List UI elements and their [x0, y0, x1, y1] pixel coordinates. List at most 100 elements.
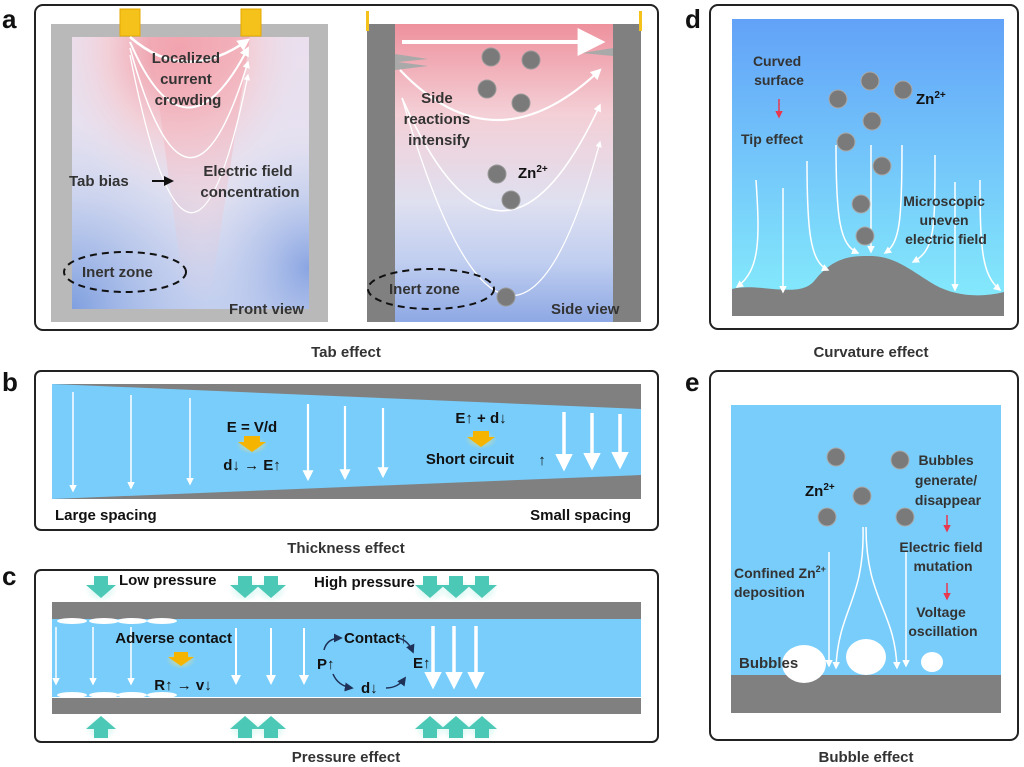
label-tab-bias: Tab bias	[69, 173, 129, 190]
relation-d-e: d↓ → E↑	[223, 457, 281, 474]
label-low-pressure: Low pressure	[119, 572, 217, 589]
panel-letter-e: e	[685, 367, 699, 397]
panel-d: d Curved surface	[685, 4, 1019, 361]
label-high-pressure: High pressure	[314, 574, 415, 591]
thickness-field-arrows	[69, 392, 629, 493]
side-electrode-right	[613, 24, 641, 322]
label-adverse-contact: Adverse contact	[115, 630, 232, 647]
zn-ion	[893, 80, 913, 100]
panel-letter-d: d	[685, 4, 701, 34]
current-flow-lines	[129, 36, 251, 214]
label-side-view: Side view	[551, 301, 620, 318]
tab-left	[119, 8, 141, 37]
orange-down-arrow	[168, 652, 194, 666]
label-zn-curvature: Zn2+	[916, 90, 946, 108]
tab-right	[240, 8, 262, 37]
zn-ion	[477, 79, 497, 99]
zn-ion	[862, 111, 882, 131]
zn-ion	[826, 447, 846, 467]
curved-anode-surface	[732, 255, 1004, 316]
pressure-arrow-down	[229, 576, 261, 602]
panel-letter-b: b	[2, 367, 18, 397]
zn-ion	[860, 71, 880, 91]
label-confined-deposition: Confined Zn2+ deposition	[734, 559, 830, 600]
label-zn-bubble: Zn2+	[805, 482, 835, 500]
label-voltage-oscillation: Voltage oscillation	[908, 604, 977, 639]
caption-curvature-effect: Curvature effect	[813, 344, 928, 361]
panel-e: e Zn2+ Bubbles generate/ disappear	[685, 367, 1019, 766]
side-view-cell: Side reactions intensify Zn2+ Inert zone…	[366, 11, 642, 322]
pressure-arrow-up	[255, 716, 287, 741]
pressure-arrow-down	[255, 576, 287, 602]
label-curved-surface: Curved surface	[753, 53, 805, 88]
label-field-mutation: Electric field mutation	[899, 539, 986, 574]
label-bubbles: Bubbles	[739, 655, 798, 672]
panel-b: b E = V/d d↓ → E↑ E↑ + d↓ Short circuit …	[2, 367, 659, 557]
pressure-arrow-down	[466, 576, 498, 602]
cycle-contact: Contact↑	[344, 630, 407, 647]
caption-bubble-effect: Bubble effect	[818, 749, 913, 766]
zn-ion	[852, 486, 872, 506]
side-tab-left	[366, 11, 369, 31]
label-zn-side: Zn2+	[518, 164, 548, 182]
orange-down-arrow	[238, 436, 266, 452]
zn-ions-curvature	[828, 71, 913, 246]
curvature-field-lines	[735, 144, 1002, 294]
bubbles	[782, 639, 943, 683]
label-large-spacing: Large spacing	[55, 507, 157, 524]
side-electrode-left	[367, 24, 395, 322]
zn-ion	[481, 47, 501, 67]
label-small-spacing: Small spacing	[530, 507, 631, 524]
label-field-concentration: Electric field concentration	[200, 163, 299, 201]
cycle-d: d↓	[361, 680, 378, 697]
short-circuit-up-arrow: ↑	[538, 452, 546, 469]
label-inert-zone-front: Inert zone	[82, 264, 153, 281]
relation-r-v: R↑ → v↓	[154, 677, 212, 694]
pressure-field-arrows	[52, 626, 485, 690]
pressure-top-electrode	[52, 602, 641, 619]
contact-gaps	[57, 618, 177, 698]
pressure-arrow-down	[440, 576, 472, 602]
bubble-field-lines	[825, 526, 910, 670]
zn-ions-bubble	[817, 447, 915, 527]
label-inert-zone-side: Inert zone	[389, 281, 460, 298]
side-tab-right	[639, 11, 642, 31]
pressure-arrow-down	[414, 576, 446, 602]
panel-b-frame	[34, 370, 659, 531]
pressure-arrow-up	[85, 716, 117, 741]
zn-ion	[511, 93, 531, 113]
inert-zone-ellipse-side	[367, 268, 495, 310]
pressure-arrow-up	[414, 716, 446, 741]
caption-pressure-effect: Pressure effect	[292, 749, 400, 766]
front-view-cell: Localized current crowding Tab bias Elec…	[51, 8, 328, 322]
zn-ion	[521, 50, 541, 70]
zn-ion	[828, 89, 848, 109]
formula-e-v-d: E = V/d	[227, 419, 277, 436]
caption-thickness-effect: Thickness effect	[287, 540, 405, 557]
relation-e-d: E↑ + d↓	[455, 410, 506, 427]
panel-a-frame	[34, 4, 659, 331]
label-tip-effect: Tip effect	[741, 131, 803, 147]
panel-letter-a: a	[2, 4, 17, 34]
zn-ion	[872, 156, 892, 176]
zn-ion	[836, 132, 856, 152]
label-front-view: Front view	[229, 301, 304, 318]
zn-ion	[890, 450, 910, 470]
caption-tab-effect: Tab effect	[311, 344, 381, 361]
panel-letter-c: c	[2, 561, 16, 591]
pressure-arrow-down	[85, 576, 117, 602]
zn-ion	[855, 226, 875, 246]
thickness-bottom-electrode	[52, 475, 641, 499]
orange-down-arrow	[467, 431, 495, 447]
label-side-reactions: Side reactions intensify	[404, 90, 475, 149]
bubble-anode	[731, 675, 1001, 713]
dendrite-left	[395, 54, 428, 70]
zn-ion	[851, 194, 871, 214]
pressure-arrows	[85, 576, 498, 741]
zn-ion	[501, 190, 521, 210]
pressure-arrow-up	[229, 716, 261, 741]
pressure-arrow-up	[466, 716, 498, 741]
pressure-bottom-electrode	[52, 698, 641, 714]
zn-ions-side	[477, 47, 541, 307]
